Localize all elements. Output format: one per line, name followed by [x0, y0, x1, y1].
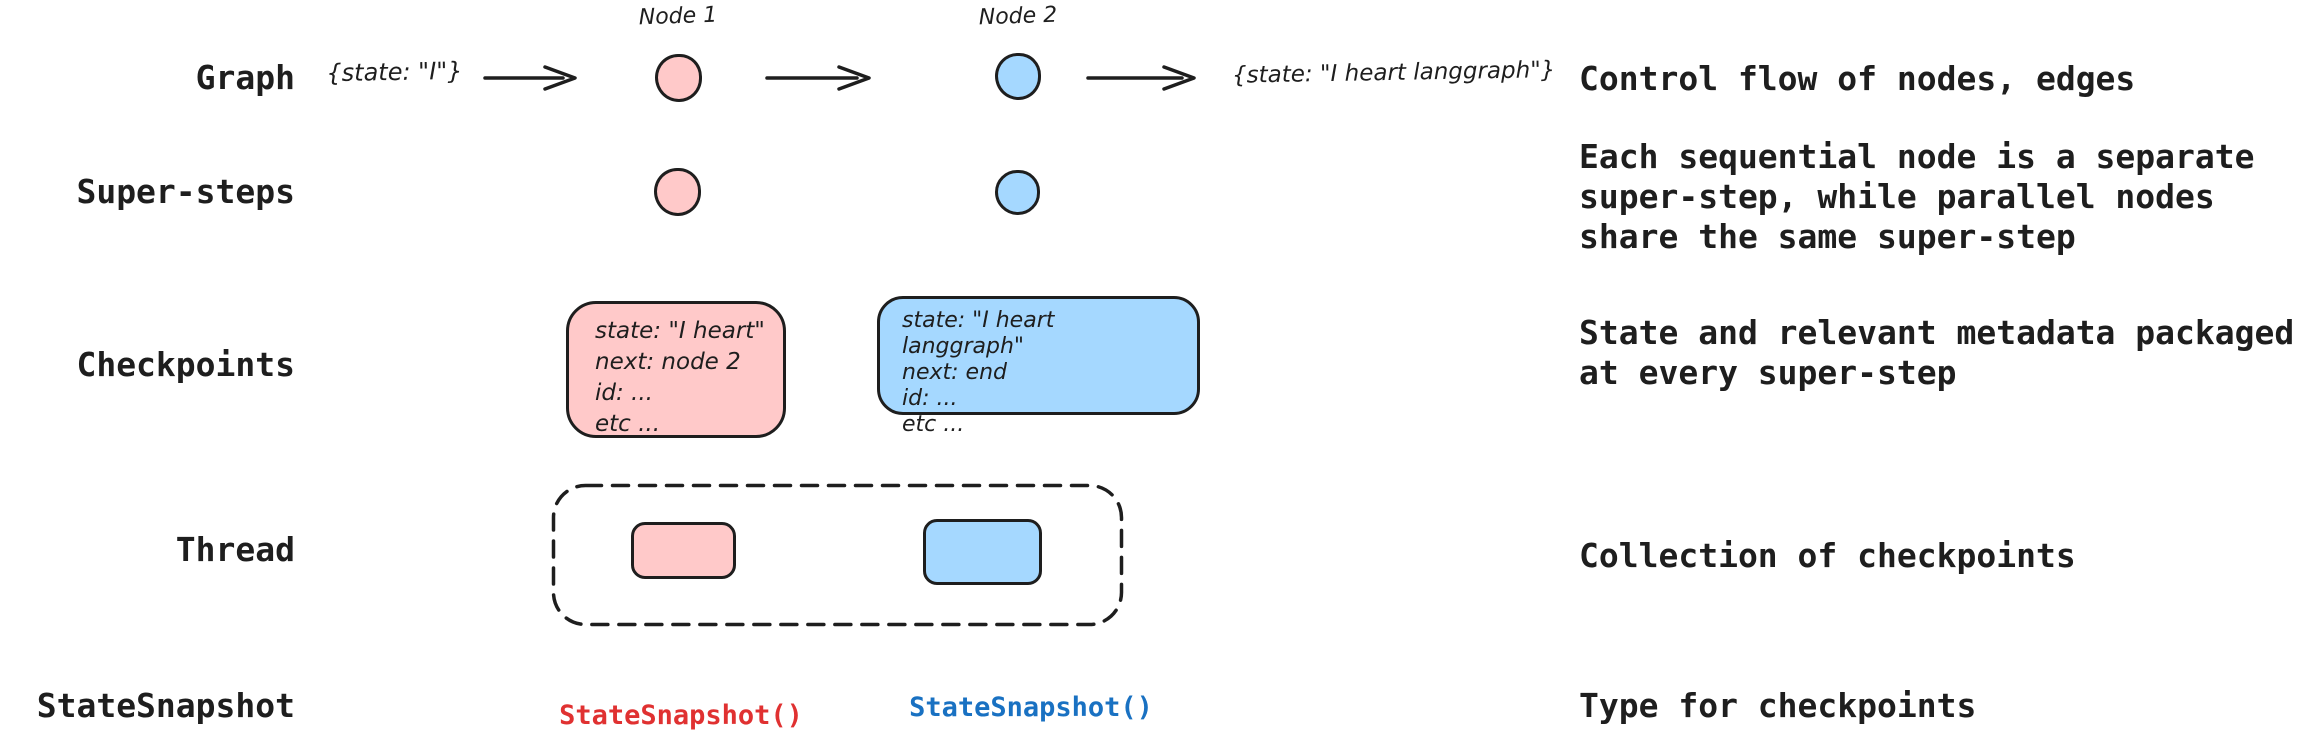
graph-output-state-text: {state: "I heart langgraph"}	[1231, 57, 1556, 89]
thread-checkpoint2-box	[923, 519, 1042, 585]
state-snapshot-code-node2: StateSnapshot()	[909, 692, 1153, 723]
state-snapshot-code-node1: StateSnapshot()	[559, 700, 803, 731]
node1-circle	[655, 54, 702, 102]
arrow-node1-to-node2-icon	[765, 65, 871, 91]
super-step1-circle	[654, 168, 701, 216]
node2-label: Node 2	[978, 2, 1058, 31]
arrow-input-to-node1-icon	[483, 65, 577, 91]
graph-input-state-text: {state: "I"}	[326, 56, 463, 88]
checkpoint2-box: state: "I heart langgraph" next: end id:…	[877, 296, 1200, 437]
thread-boundary-box	[551, 483, 1124, 627]
thread-row-label: Thread	[175, 530, 295, 569]
state-snapshot-description: Type for checkpoints	[1579, 686, 1977, 725]
node2-circle	[995, 53, 1041, 100]
thread-description: Collection of checkpoints	[1579, 536, 2076, 575]
checkpoints-row-label: Checkpoints	[76, 345, 295, 384]
checkpoints-description: State and relevant metadata packaged at …	[1579, 313, 2295, 392]
arrow-node2-to-output-icon	[1086, 65, 1196, 91]
super-steps-description: Each sequential node is a separate super…	[1579, 137, 2255, 256]
node1-label: Node 1	[638, 2, 718, 31]
state-snapshot-row-label: StateSnapshot	[36, 686, 295, 725]
graph-row-label: Graph	[195, 58, 295, 97]
checkpoint1-box: state: "I heart" next: node 2 id: ... et…	[566, 301, 786, 438]
graph-description: Control flow of nodes, edges	[1579, 59, 2136, 98]
super-step2-circle	[995, 170, 1040, 215]
thread-checkpoint1-box	[631, 522, 736, 579]
super-steps-row-label: Super-steps	[76, 172, 295, 211]
